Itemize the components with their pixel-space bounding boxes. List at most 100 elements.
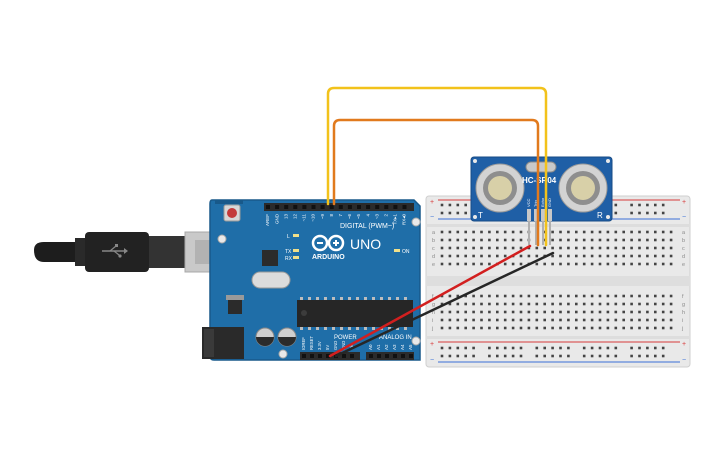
power-pin-hole[interactable] bbox=[326, 354, 330, 358]
power-pin-label: RESET bbox=[309, 336, 314, 350]
digital-pin-label: TX▸1 bbox=[393, 214, 398, 225]
reset-button[interactable] bbox=[223, 204, 241, 222]
sensor-crystal bbox=[525, 161, 557, 173]
sensor-pin-label: GND bbox=[547, 198, 552, 207]
power-pin-label: IOREF bbox=[301, 337, 306, 350]
board-model: UNO bbox=[350, 236, 381, 252]
analog-pin-hole[interactable] bbox=[401, 354, 405, 358]
digital-pin-hole[interactable] bbox=[357, 205, 361, 209]
digital-pin-hole[interactable] bbox=[320, 205, 325, 209]
digital-pin-hole[interactable] bbox=[293, 205, 298, 209]
digital-pin-hole[interactable] bbox=[329, 205, 334, 209]
digital-pin-hole[interactable] bbox=[402, 205, 407, 209]
analog-pin-hole[interactable] bbox=[369, 354, 373, 358]
rail-plus-top-left: + bbox=[430, 199, 434, 206]
red-wire[interactable] bbox=[328, 244, 532, 358]
digital-pin-hole[interactable] bbox=[275, 205, 280, 209]
digital-pin-label: GND bbox=[274, 213, 279, 224]
power-pin-hole[interactable] bbox=[318, 354, 322, 358]
row-letter: g bbox=[682, 302, 685, 308]
led-label-on: ON bbox=[402, 249, 410, 255]
row-letter: d bbox=[432, 254, 435, 260]
ultrasonic-transmitter bbox=[475, 163, 525, 213]
led-label-rx: RX bbox=[285, 256, 293, 262]
analog-header bbox=[366, 352, 414, 360]
board-brand: ARDUINO bbox=[312, 254, 345, 261]
digital-pin-label: ~9 bbox=[320, 214, 325, 220]
row-letter: h bbox=[682, 310, 685, 316]
digital-pin-label: ~5 bbox=[356, 214, 361, 220]
analog-header-label: ANALOG IN bbox=[379, 335, 412, 341]
analog-pin-label: A1 bbox=[376, 344, 381, 350]
voltage-regulator bbox=[228, 300, 242, 314]
digital-pin-hole[interactable] bbox=[302, 205, 307, 209]
digital-pin-hole[interactable] bbox=[393, 205, 398, 209]
digital-pin-hole[interactable] bbox=[347, 205, 352, 209]
digital-pin-hole[interactable] bbox=[311, 205, 316, 209]
rail-minus-top-right: − bbox=[682, 214, 686, 221]
digital-pin-label: 12 bbox=[292, 214, 297, 220]
row-letter: j bbox=[681, 326, 683, 332]
led-label-l: L bbox=[287, 234, 290, 240]
sensor-mark-t: T bbox=[478, 211, 483, 220]
wires bbox=[326, 86, 555, 358]
power-pin-hole[interactable] bbox=[302, 354, 306, 358]
rail-plus-bottom-right: + bbox=[682, 341, 686, 348]
row-letter: e bbox=[682, 262, 685, 268]
analog-pin-hole[interactable] bbox=[377, 354, 381, 358]
sensor-pin-label: Echo bbox=[540, 197, 545, 207]
usb-interface-chip bbox=[262, 250, 278, 266]
digital-pin-hole[interactable] bbox=[266, 205, 270, 209]
digital-pin-label: 7 bbox=[338, 214, 343, 217]
digital-pin-label: ~6 bbox=[347, 214, 352, 220]
digital-pin-hole[interactable] bbox=[375, 205, 380, 209]
analog-pin-hole[interactable] bbox=[393, 354, 397, 358]
power-pin-label: Vin bbox=[349, 343, 354, 350]
black-wire[interactable] bbox=[334, 251, 555, 358]
analog-pin-hole[interactable] bbox=[385, 354, 389, 358]
row-letter: f bbox=[432, 294, 434, 300]
power-pin-hole[interactable] bbox=[342, 354, 346, 358]
capacitors bbox=[255, 327, 297, 347]
digital-pin-label: 2 bbox=[383, 214, 388, 217]
analog-pin-hole[interactable] bbox=[409, 354, 413, 358]
row-letter: a bbox=[432, 230, 436, 236]
yellow-wire[interactable] bbox=[326, 86, 548, 247]
digital-pin-hole[interactable] bbox=[366, 205, 371, 209]
row-letter: e bbox=[432, 262, 435, 268]
usb-icon bbox=[102, 244, 128, 258]
digital-header bbox=[264, 203, 414, 211]
analog-pin-label: A0 bbox=[368, 344, 373, 350]
power-pin-hole[interactable] bbox=[350, 354, 354, 358]
sensor-mark-r: R bbox=[597, 211, 603, 220]
analog-pin-label: A3 bbox=[392, 344, 397, 350]
led-label-tx: TX bbox=[285, 249, 292, 255]
digital-pin-hole[interactable] bbox=[338, 205, 343, 209]
rail-plus-top-right: + bbox=[682, 199, 686, 206]
digital-header-label: DIGITAL (PWM~) bbox=[340, 223, 394, 230]
digital-pin-label: 13 bbox=[283, 214, 288, 220]
row-letter: c bbox=[682, 246, 685, 252]
power-pin-hole[interactable] bbox=[310, 354, 314, 358]
row-letter: c bbox=[432, 246, 435, 252]
digital-pin-label: AREF bbox=[265, 214, 270, 226]
rail-plus-bottom-left: + bbox=[430, 341, 434, 348]
digital-pin-hole[interactable] bbox=[384, 205, 389, 209]
rail-minus-top-left: − bbox=[430, 214, 434, 221]
row-letter: g bbox=[432, 302, 435, 308]
rail-minus-bottom-left: − bbox=[430, 357, 434, 364]
ultrasonic-receiver bbox=[558, 163, 608, 213]
power-pin-label: 3.3V bbox=[317, 341, 322, 350]
orange-wire[interactable] bbox=[332, 118, 540, 247]
sensor-pins bbox=[527, 209, 552, 221]
row-letter: a bbox=[682, 230, 686, 236]
digital-pin-hole[interactable] bbox=[284, 205, 289, 209]
